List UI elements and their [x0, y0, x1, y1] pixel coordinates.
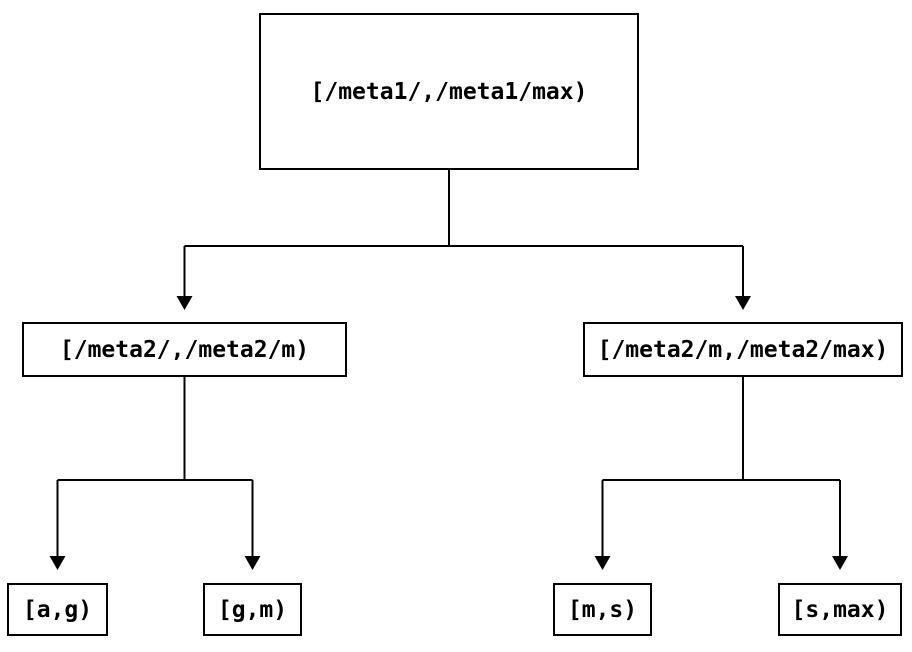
tree-node-left: [/meta2/,/meta2/m)	[22, 322, 347, 377]
tree-node-right: [/meta2/m,/meta2/max)	[583, 322, 903, 377]
edges-from-right-node	[594, 377, 848, 570]
arrowhead-down-icon	[594, 556, 611, 570]
tree-node-right-left: [m,s)	[553, 583, 652, 636]
tree-node-left-right: [g,m)	[203, 583, 302, 636]
edges-from-root	[176, 170, 751, 310]
tree-node-label: [/meta2/m,/meta2/max)	[597, 336, 889, 363]
tree-node-label: [a,g)	[22, 596, 93, 623]
arrowhead-down-icon	[244, 556, 261, 570]
arrowhead-down-icon	[176, 296, 193, 310]
edges-from-left-node	[49, 377, 261, 570]
tree-node-label: [g,m)	[217, 596, 288, 623]
arrowhead-down-icon	[735, 296, 751, 310]
tree-node-left-left: [a,g)	[7, 583, 108, 636]
tree-node-label: [s,max)	[791, 596, 889, 623]
arrowhead-down-icon	[49, 556, 66, 570]
tree-node-root: [/meta1/,/meta1/max)	[259, 13, 639, 170]
arrowhead-down-icon	[832, 556, 848, 570]
tree-node-right-right: [s,max)	[778, 583, 902, 636]
tree-node-label: [/meta1/,/meta1/max)	[310, 78, 588, 105]
tree-node-label: [m,s)	[567, 596, 638, 623]
tree-node-label: [/meta2/,/meta2/m)	[59, 336, 310, 363]
